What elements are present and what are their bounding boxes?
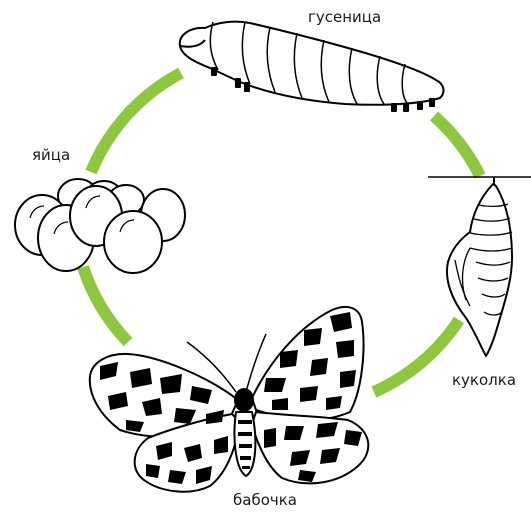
label-eggs: яйца <box>32 148 70 163</box>
arc-caterpillar-to-pupa <box>434 116 480 176</box>
arc-eggs-to-caterpillar <box>91 73 181 172</box>
butterfly-illustration <box>90 307 369 492</box>
eggs-illustration <box>15 179 185 273</box>
arc-butterfly-to-eggs <box>83 267 128 342</box>
caterpillar-illustration <box>180 22 444 111</box>
pupa-illustration <box>428 177 531 356</box>
arc-pupa-to-butterfly <box>374 320 459 392</box>
label-butterfly: бабочка <box>233 493 297 508</box>
label-pupa: куколка <box>452 373 516 388</box>
label-caterpillar: гусеница <box>308 10 381 25</box>
